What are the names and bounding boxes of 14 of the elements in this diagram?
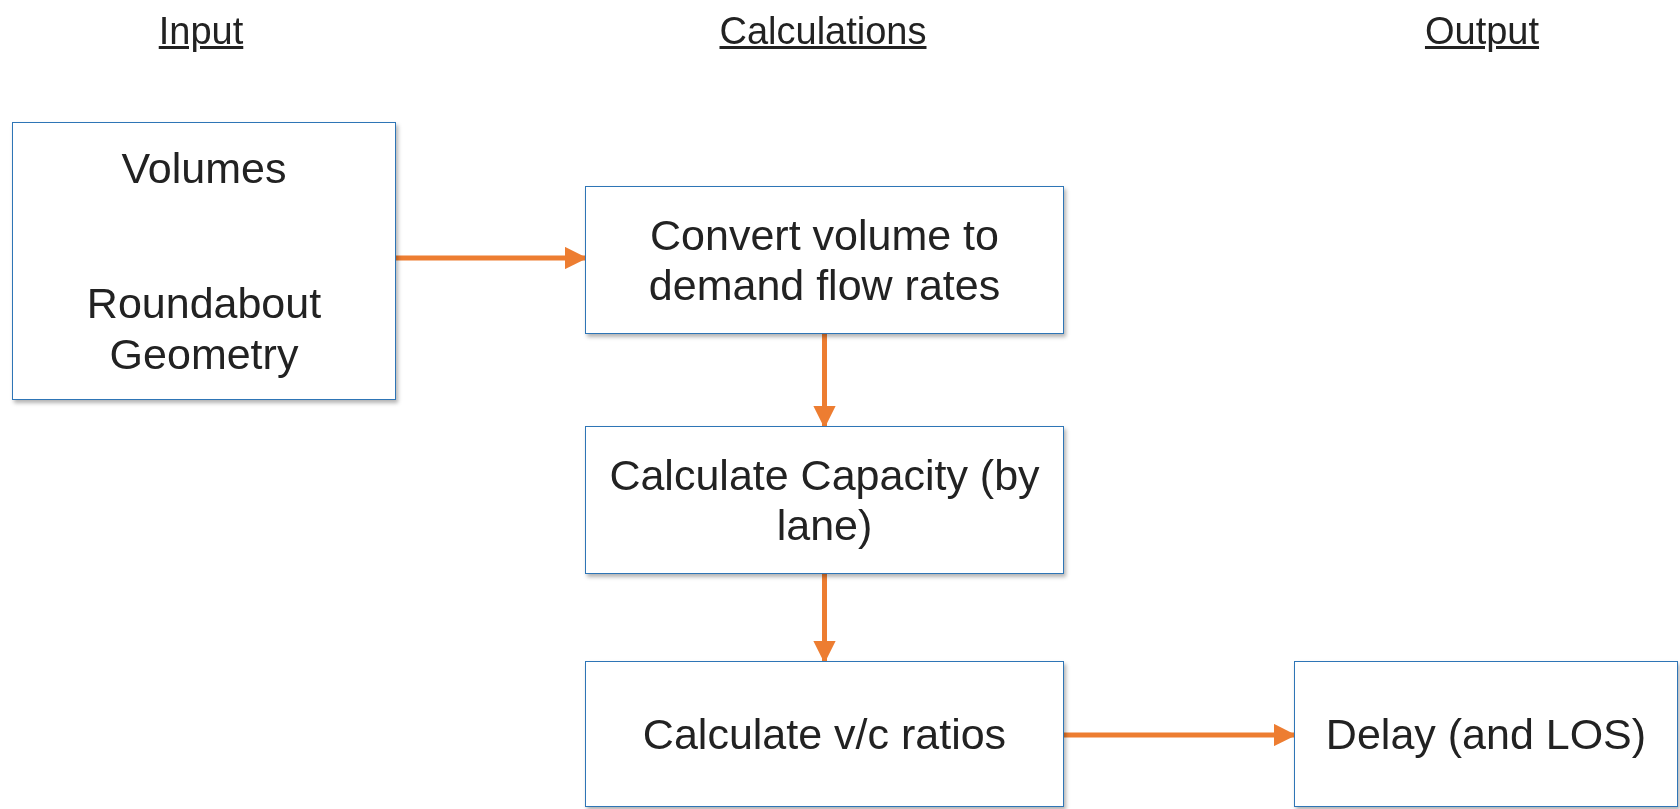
box-text: Roundabout Geometry	[85, 278, 323, 379]
process-box	[585, 186, 1064, 334]
box-text: Calculate v/c ratios	[642, 708, 1007, 760]
process-box	[1294, 661, 1678, 807]
box-text: Delay (and LOS)	[1325, 708, 1647, 760]
process-box	[12, 122, 396, 400]
box-text: Calculate Capacity (by lane)	[608, 449, 1041, 551]
process-box	[585, 426, 1064, 574]
column-heading: Output	[1424, 9, 1540, 54]
box-text: Convert volume to demand flow rates	[647, 209, 1002, 311]
column-heading: Input	[158, 9, 244, 54]
process-box	[585, 661, 1064, 807]
box-text: Volumes	[121, 143, 287, 194]
column-heading: Calculations	[719, 9, 927, 54]
